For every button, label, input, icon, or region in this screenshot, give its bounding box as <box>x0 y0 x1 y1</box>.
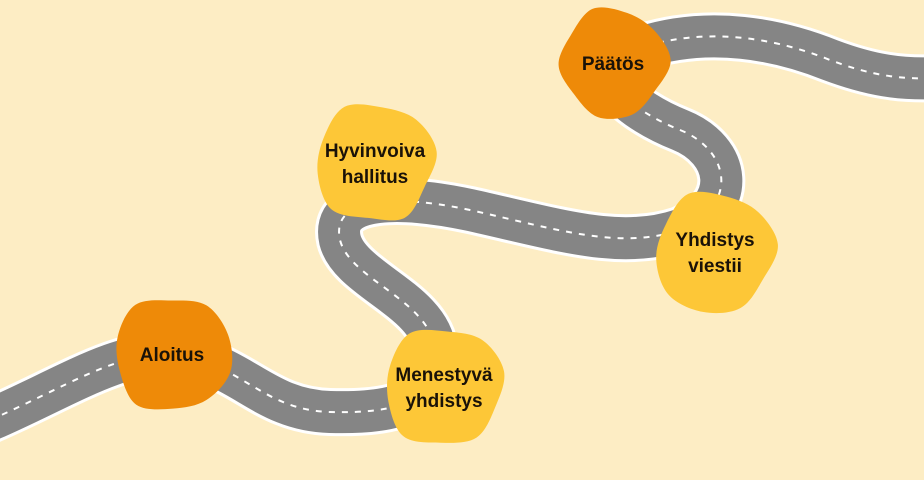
milestone-circle <box>116 300 233 410</box>
milestone-label: Yhdistys <box>675 230 754 251</box>
milestone-label: Hyvinvoiva <box>325 141 426 162</box>
milestone-aloitus: Aloitus <box>116 300 233 410</box>
lane-marking <box>0 35 924 417</box>
milestone-paatos: Päätös <box>558 7 671 119</box>
milestone-label: hallitus <box>342 167 409 188</box>
milestone-circle <box>387 329 505 443</box>
milestone-label: Päätös <box>582 54 644 75</box>
milestone-menestyva-yhdistys: Menestyvä yhdistys <box>387 329 505 443</box>
milestone-circle <box>656 191 778 314</box>
milestone-yhdistys-viestii: Yhdistys viestii <box>656 191 778 314</box>
milestone-circle <box>317 104 437 221</box>
milestone-circle <box>558 7 671 119</box>
milestone-hyvinvoiva-hallitus: Hyvinvoiva hallitus <box>317 104 437 221</box>
milestone-label: Menestyvä <box>395 365 493 386</box>
milestone-label: Aloitus <box>140 345 204 366</box>
milestone-label: yhdistys <box>405 391 482 412</box>
milestone-label: viestii <box>688 256 742 277</box>
